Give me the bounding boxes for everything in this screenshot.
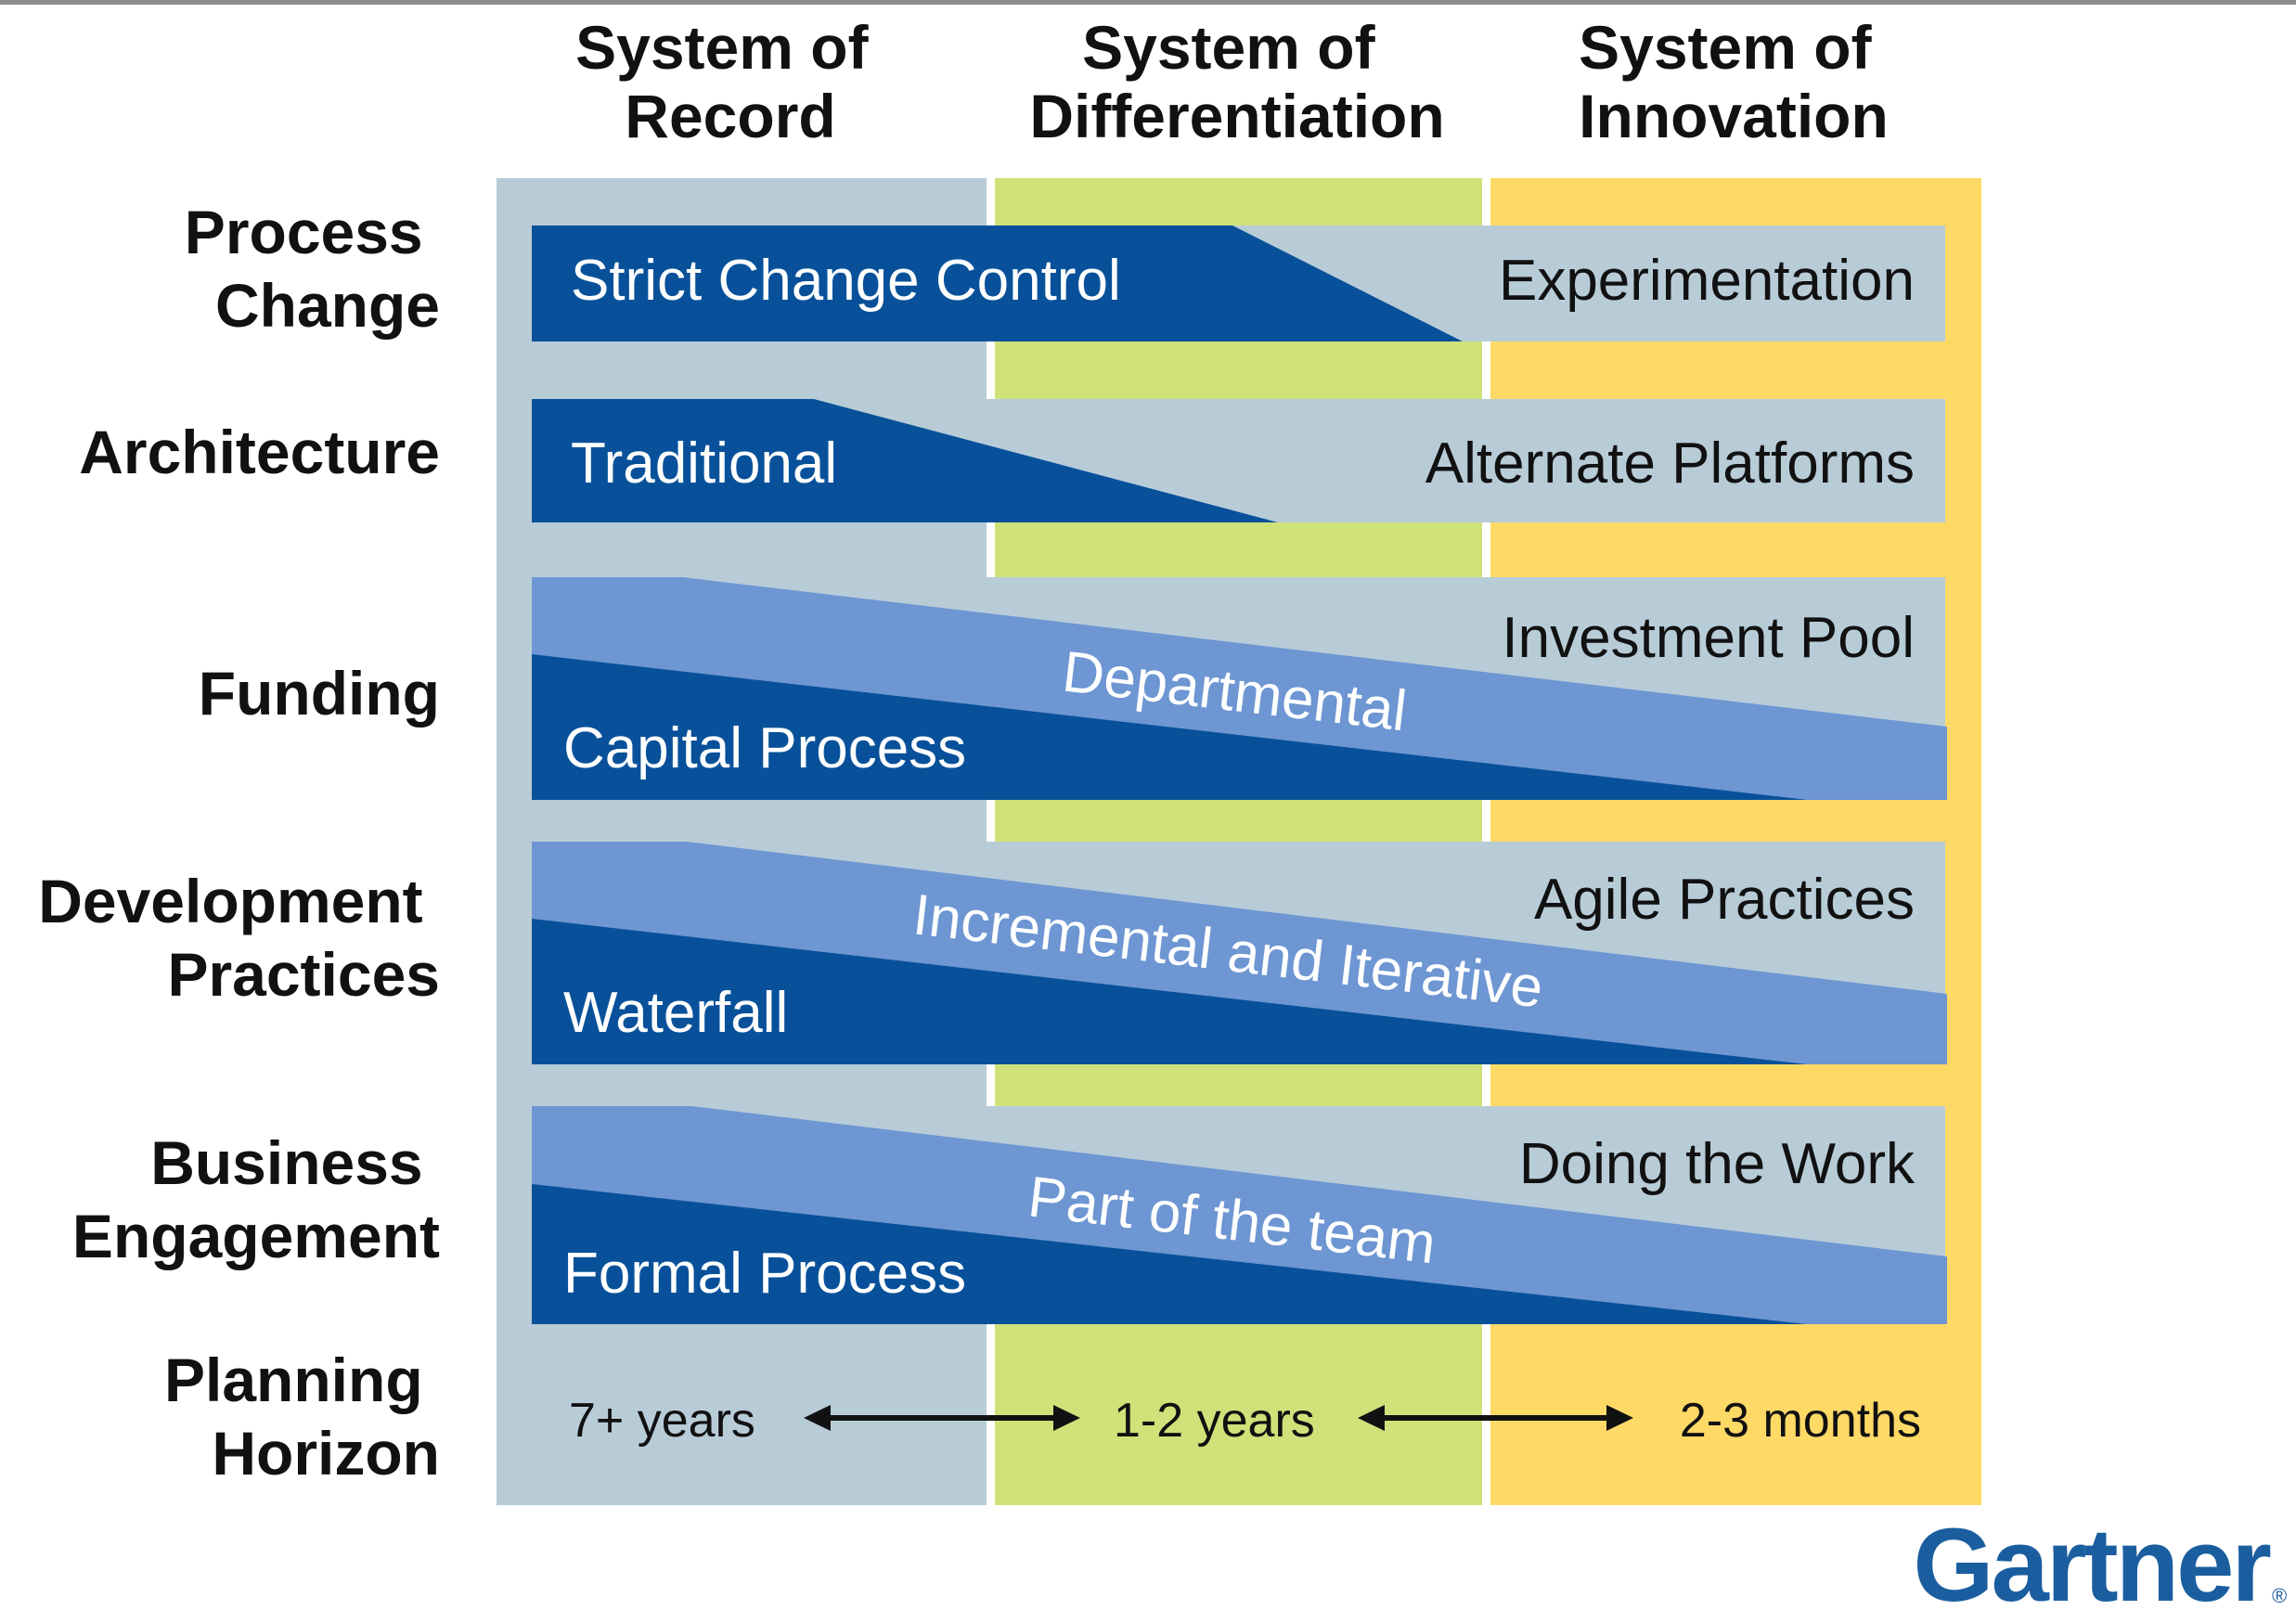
row-label-architecture: Architecture xyxy=(79,418,440,486)
band-development-practices-left-label: Waterfall xyxy=(563,981,788,1045)
band-funding: Investment Pool Departmental Capital Pro… xyxy=(532,577,1947,800)
column-headers: System of Record System of Differentiati… xyxy=(575,13,1889,150)
column-header-innovation: System of Innovation xyxy=(1579,13,1889,150)
band-development-practices-right-label: Agile Practices xyxy=(1534,868,1915,932)
planning-innovation-label: 2-3 months xyxy=(1680,1394,1921,1448)
band-process-change: Strict Change Control Experimentation xyxy=(532,225,1945,341)
planning-horizon-row: 7+ years 1-2 years 2-3 months xyxy=(569,1394,1921,1448)
row-labels: Process Change Architecture Funding Deve… xyxy=(38,198,440,1488)
planning-differentiation-label: 1-2 years xyxy=(1114,1394,1315,1448)
band-process-change-dark xyxy=(532,225,1463,341)
band-business-engagement: Doing the Work Part of the team Formal P… xyxy=(532,1106,1947,1324)
band-architecture-right-label: Alternate Platforms xyxy=(1425,431,1915,496)
gartner-logo-registered-mark: ® xyxy=(2272,1584,2287,1607)
band-funding-right-label: Investment Pool xyxy=(1502,606,1915,670)
row-label-business-engagement: Business Engagement xyxy=(72,1128,440,1270)
gartner-logo: Gartner ® xyxy=(1913,1507,2287,1610)
row-label-funding: Funding xyxy=(199,659,440,728)
band-business-engagement-left-label: Formal Process xyxy=(563,1242,966,1306)
band-process-change-left-label: Strict Change Control xyxy=(571,249,1121,313)
column-header-differentiation: System of Differentiation xyxy=(1029,13,1444,150)
column-header-record: System of Record xyxy=(575,13,885,150)
band-development-practices: Agile Practices Incremental and Iterativ… xyxy=(532,842,1947,1064)
double-arrow-record-differentiation xyxy=(804,1405,1080,1431)
band-architecture-left-label: Traditional xyxy=(571,431,837,496)
top-rule xyxy=(0,0,2296,5)
planning-record-label: 7+ years xyxy=(569,1394,755,1448)
double-arrow-differentiation-innovation xyxy=(1358,1405,1633,1431)
band-business-engagement-right-label: Doing the Work xyxy=(1519,1132,1915,1196)
band-process-change-right-label: Experimentation xyxy=(1499,249,1915,313)
band-funding-left-label: Capital Process xyxy=(563,716,966,780)
band-business-engagement-dark xyxy=(532,1184,1807,1324)
band-development-practices-dark xyxy=(532,919,1807,1064)
row-label-development-practices: Development Practices xyxy=(38,867,440,1009)
band-architecture-dark xyxy=(532,399,1278,522)
band-funding-dark xyxy=(532,654,1808,800)
row-label-planning-horizon: Planning Horizon xyxy=(164,1346,440,1488)
row-label-process-change: Process Change xyxy=(185,198,440,340)
band-architecture: Traditional Alternate Platforms xyxy=(532,399,1945,522)
gartner-logo-text: Gartner xyxy=(1913,1507,2270,1610)
